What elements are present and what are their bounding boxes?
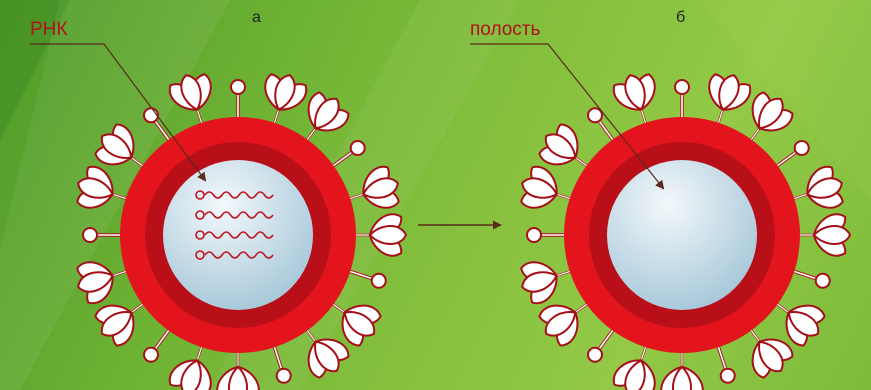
panel-letter-b: б xyxy=(676,10,685,26)
spike-club xyxy=(352,209,406,261)
spike-knob xyxy=(231,80,245,121)
core xyxy=(163,160,313,310)
spike-club xyxy=(212,349,264,390)
panel-letter-a: а xyxy=(252,10,261,26)
spike-club xyxy=(796,209,850,261)
cavity xyxy=(607,160,757,310)
spike-knob xyxy=(83,228,124,242)
virus-particle-a xyxy=(70,67,406,390)
virus-particle-b xyxy=(514,67,850,390)
spike-knob xyxy=(675,80,689,121)
spike-club xyxy=(656,349,708,390)
label-cavity: полость xyxy=(470,20,540,39)
label-rna: РНК xyxy=(30,20,67,39)
spike-knob xyxy=(527,228,568,242)
